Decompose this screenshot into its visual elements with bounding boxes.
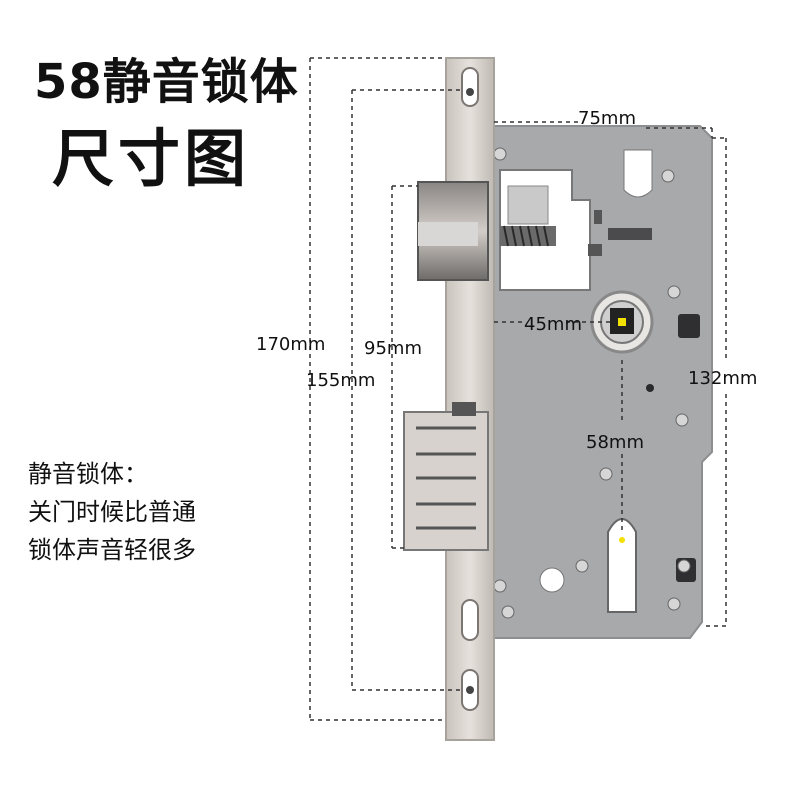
- faceplate: [445, 57, 495, 741]
- dim-backset-label: 45mm: [524, 314, 582, 335]
- dim-center-distance-label: 58mm: [586, 432, 644, 453]
- spring: [500, 225, 556, 247]
- dim-screw-spacing-label: 155mm: [306, 370, 376, 391]
- dim-width-label: 75mm: [578, 108, 636, 129]
- description-line-3: 锁体声音轻很多: [28, 536, 196, 564]
- product-title: 58静音锁体: [34, 54, 299, 110]
- dim-case-height-label: 132mm: [688, 368, 758, 389]
- dimension-lines: [309, 57, 727, 721]
- latch-bolt: [417, 181, 489, 281]
- diagram-subtitle: 尺寸图: [52, 122, 251, 195]
- dead-bolt: [403, 402, 489, 551]
- description-line-1: 静音锁体：: [28, 460, 148, 488]
- dim-total-length-label: 170mm: [256, 334, 326, 355]
- description-line-2: 关门时候比普通: [28, 498, 196, 526]
- dim-bolt-spacing-label: 95mm: [364, 338, 422, 359]
- lock-case: [489, 125, 713, 639]
- follower-hub: [590, 290, 654, 354]
